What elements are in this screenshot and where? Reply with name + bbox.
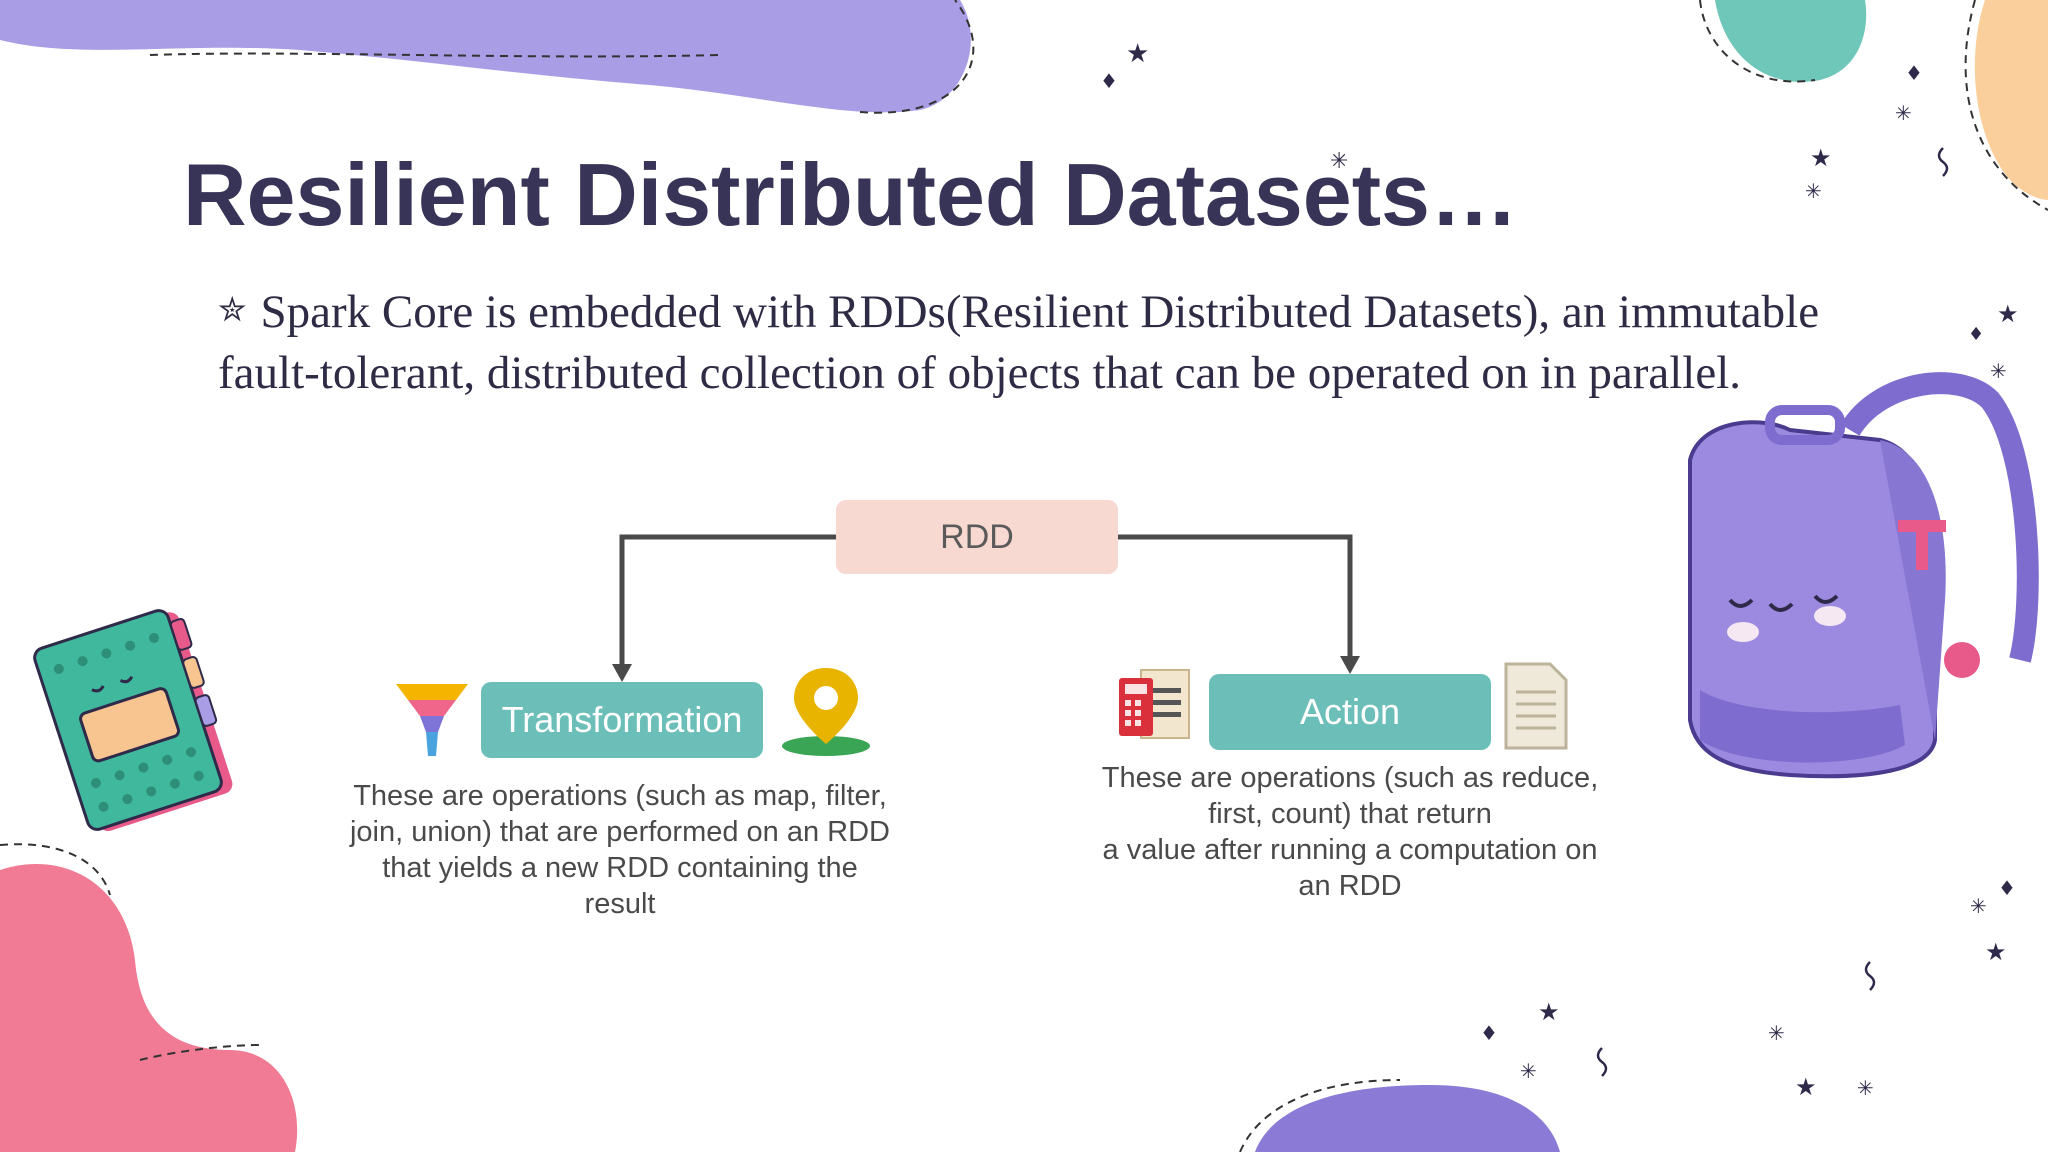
bullet-paragraph: ✮Spark Core is embedded with RDDs(Resili… [218,280,1838,404]
action-description: These are operations (such as reduce, fi… [1070,760,1630,904]
svg-text:✳: ✳ [1330,149,1348,174]
svg-text:★: ★ [1985,938,2007,966]
rdd-node: RDD [836,500,1118,574]
transformation-desc-line: join, union) that are performed on an RD… [349,816,890,848]
transformation-desc-line: result [584,888,656,920]
connector-to-transformation [619,534,836,668]
svg-text:♦: ♦ [1480,1021,1498,1045]
svg-text:♦: ♦ [1905,61,1923,85]
transformation-desc-line: These are operations (such as map, filte… [353,780,887,812]
svg-text:★: ★ [1538,998,1560,1026]
peach-blob-right [1974,0,2048,200]
transformation-description: These are operations (such as map, filte… [330,778,910,922]
action-desc-line: These are operations (such as reduce, [1101,762,1599,794]
action-desc-line: an RDD [1298,870,1402,902]
teal-blob-top-right [1715,0,1867,82]
svg-text:✳: ✳ [1970,894,1987,918]
star-bullet-icon: ✮ [218,290,247,330]
calculator-document-icon [1119,669,1190,739]
svg-text:★: ★ [1126,39,1149,69]
action-desc-line: a value after running a computation on [1102,834,1598,866]
backpack-illustration [1688,372,2039,779]
purple-blob-top [0,0,971,113]
svg-text:♦: ♦ [1998,876,2016,900]
svg-text:♦: ♦ [1100,69,1118,93]
map-pin-icon [782,668,870,756]
notebook-illustration [33,609,233,832]
pink-blob-bottom-left [0,864,298,1152]
rdd-label: RDD [940,517,1014,556]
bullet-text: Spark Core is embedded with RDDs(Resilie… [218,286,1820,399]
svg-text:✳: ✳ [1857,1076,1874,1100]
action-node: Action [1209,674,1491,750]
svg-text:✳: ✳ [1768,1021,1785,1045]
document-icon [1504,662,1568,750]
transformation-node: Transformation [481,682,763,758]
sparkle-decorations: ★ ♦ ✳ ★ ✳ ♦ ✳ ★ ♦ ✳ ♦ ✳ ★ ★ ♦ ✳ ✳ ★ ✳ [1100,39,2019,1101]
svg-text:✳: ✳ [1895,101,1912,125]
transformation-label: Transformation [501,699,743,740]
slide-title: Resilient Distributed Datasets… [183,145,1518,244]
svg-text:✳: ✳ [1805,179,1822,203]
svg-text:✳: ✳ [1520,1059,1537,1083]
svg-text:✳: ✳ [1990,359,2007,383]
squiggle-decorations [1596,147,1949,1077]
svg-text:♦: ♦ [1968,324,1984,345]
action-label: Action [1299,691,1401,732]
connector-to-action [1118,534,1353,660]
purple-blob-bottom [1255,1085,1560,1152]
diagram-connectors [619,534,1353,668]
funnel-icon [396,684,468,756]
action-desc-line: first, count) that return [1208,798,1492,830]
svg-text:★: ★ [1997,300,2019,328]
arrowhead-transformation [612,664,632,682]
dashed-outline-top [149,0,975,114]
arrowhead-action [1340,656,1360,674]
transformation-desc-line: that yields a new RDD containing the [382,852,858,884]
svg-text:★: ★ [1795,1073,1817,1101]
svg-text:★: ★ [1810,144,1832,172]
